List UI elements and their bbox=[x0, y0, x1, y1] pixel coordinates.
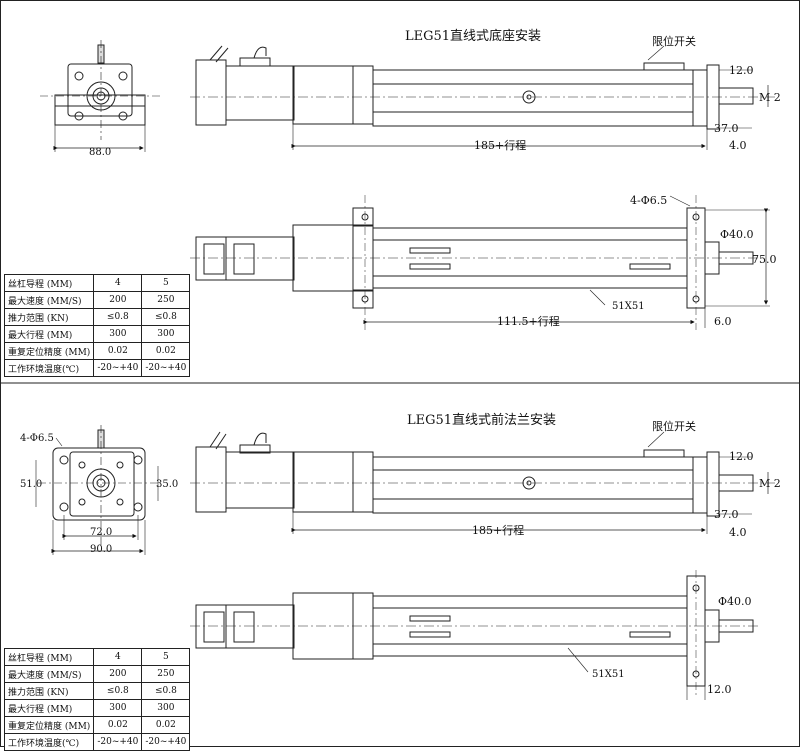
section1-top-stroke: 185+行程 bbox=[474, 139, 526, 152]
spec-value-cell: 4 bbox=[93, 274, 143, 292]
spec-label-cell: 最大速度 (MM/S) bbox=[3, 665, 95, 683]
spec-label-cell: 丝杠导程 (MM) bbox=[3, 648, 95, 666]
spec-table-row: 推力范围 (KN)≤0.8≤0.8 bbox=[3, 682, 191, 700]
section1-top-d4: 4.0 bbox=[729, 139, 747, 152]
section1-bottom-view bbox=[190, 195, 770, 330]
section2-top-d2: M 2 bbox=[759, 477, 781, 490]
spec-label-cell: 丝杠导程 (MM) bbox=[3, 274, 95, 292]
spec-value-cell: ≤0.8 bbox=[141, 682, 191, 700]
section1-bottom-profile: 51X51 bbox=[612, 301, 645, 312]
spec-value-cell: 5 bbox=[141, 274, 191, 292]
section1-limit-switch-label: 限位开关 bbox=[652, 34, 696, 48]
spec-value-cell: 200 bbox=[93, 291, 143, 309]
section1-bottom-stroke: 111.5+行程 bbox=[497, 315, 560, 328]
spec-value-cell: 4 bbox=[93, 648, 143, 666]
spec-label-cell: 最大行程 (MM) bbox=[3, 699, 95, 717]
section2-top-stroke: 185+行程 bbox=[472, 524, 524, 537]
spec-label-cell: 工作环境温度(℃) bbox=[3, 359, 95, 377]
section1-top-d1: 12.0 bbox=[729, 64, 754, 77]
spec-label-cell: 推力范围 (KN) bbox=[3, 682, 95, 700]
section2-title: LEG51直线式前法兰安装 bbox=[407, 412, 556, 428]
section1-bottom-flange-dia: Φ40.0 bbox=[720, 228, 754, 241]
section1-top-view bbox=[190, 45, 775, 150]
spec-table-row: 工作环境温度(℃)-20~+40-20~+40 bbox=[3, 359, 191, 377]
section2-front-w1: 72.0 bbox=[90, 527, 112, 538]
spec-label-cell: 重复定位精度 (MM) bbox=[3, 716, 95, 734]
spec-value-cell: 0.02 bbox=[93, 716, 143, 734]
section2-top-d1: 12.0 bbox=[729, 450, 754, 463]
spec-value-cell: 300 bbox=[141, 699, 191, 717]
section1-top-d2: M 2 bbox=[759, 91, 781, 104]
section2-front-w2: 90.0 bbox=[90, 544, 112, 555]
section2-front-holes: 4-Φ6.5 bbox=[20, 433, 54, 444]
spec-value-cell: ≤0.8 bbox=[93, 682, 143, 700]
spec-value-cell: ≤0.8 bbox=[93, 308, 143, 326]
spec-value-cell: 200 bbox=[93, 665, 143, 683]
section2-front-height-inner: 35.0 bbox=[156, 479, 178, 490]
spec-label-cell: 最大行程 (MM) bbox=[3, 325, 95, 343]
spec-value-cell: 5 bbox=[141, 648, 191, 666]
section1-front-view bbox=[40, 40, 162, 152]
section2-bottom-view bbox=[190, 570, 760, 700]
section1-bottom-end: 6.0 bbox=[714, 315, 732, 328]
spec-value-cell: -20~+40 bbox=[141, 733, 191, 751]
spec-value-cell: 0.02 bbox=[93, 342, 143, 360]
section2-front-view bbox=[35, 425, 160, 555]
spec-value-cell: -20~+40 bbox=[93, 733, 143, 751]
spec-value-cell: 0.02 bbox=[141, 716, 191, 734]
spec-value-cell: 250 bbox=[141, 291, 191, 309]
section2-top-d4: 4.0 bbox=[729, 526, 747, 539]
spec-value-cell: 0.02 bbox=[141, 342, 191, 360]
section2-top-d3: 37.0 bbox=[714, 508, 739, 521]
section2-front-height: 51.0 bbox=[20, 479, 42, 490]
spec-value-cell: 300 bbox=[141, 325, 191, 343]
section2-limit-switch-label: 限位开关 bbox=[652, 419, 696, 433]
section1-bottom-holes: 4-Φ6.5 bbox=[630, 194, 667, 207]
section2-bottom-flange-dia: Φ40.0 bbox=[718, 595, 752, 608]
spec-label-cell: 重复定位精度 (MM) bbox=[3, 342, 95, 360]
spec-table-row: 推力范围 (KN)≤0.8≤0.8 bbox=[3, 308, 191, 326]
section1-front-width: 88.0 bbox=[89, 147, 111, 158]
spec-value-cell: ≤0.8 bbox=[141, 308, 191, 326]
spec-table-row: 工作环境温度(℃)-20~+40-20~+40 bbox=[3, 733, 191, 751]
section2-bottom-profile: 51X51 bbox=[592, 669, 625, 680]
section1-title: LEG51直线式底座安装 bbox=[405, 28, 541, 44]
spec-value-cell: 300 bbox=[93, 699, 143, 717]
section1-bottom-height: 75.0 bbox=[752, 253, 777, 266]
spec-label-cell: 推力范围 (KN) bbox=[3, 308, 95, 326]
spec-value-cell: 300 bbox=[93, 325, 143, 343]
spec-value-cell: 250 bbox=[141, 665, 191, 683]
spec-label-cell: 工作环境温度(℃) bbox=[3, 733, 95, 751]
section2-bottom-end: 12.0 bbox=[707, 683, 732, 696]
section2-top-view bbox=[190, 431, 775, 534]
spec-label-cell: 最大速度 (MM/S) bbox=[3, 291, 95, 309]
spec-value-cell: -20~+40 bbox=[93, 359, 143, 377]
section1-top-d3: 37.0 bbox=[714, 122, 739, 135]
spec-value-cell: -20~+40 bbox=[141, 359, 191, 377]
